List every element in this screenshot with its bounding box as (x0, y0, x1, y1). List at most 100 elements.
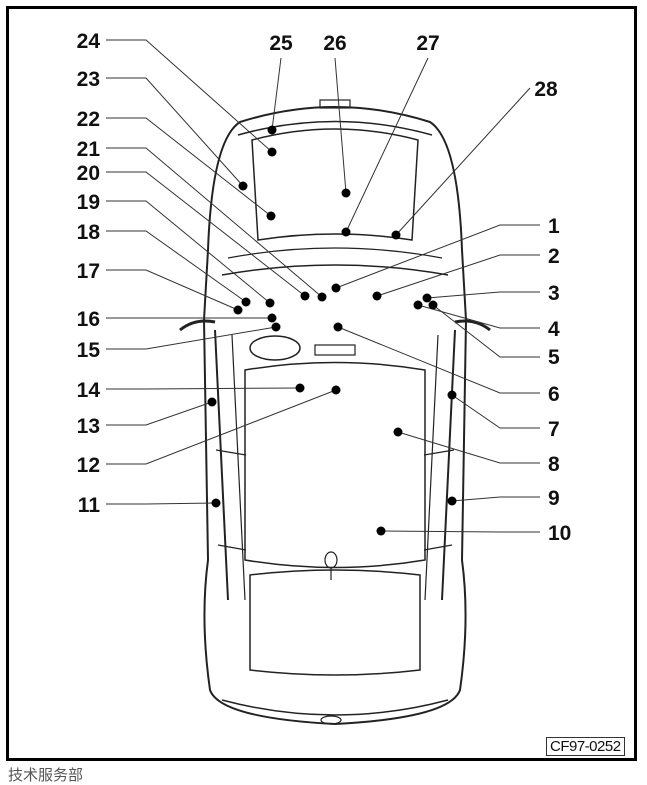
callout-number: 9 (548, 487, 560, 510)
callout-number: 27 (416, 32, 439, 55)
leader-line (432, 304, 540, 358)
location-dot (207, 397, 217, 407)
leader-line (395, 87, 531, 236)
figure-code: CF97-0252 (546, 737, 625, 756)
callout-20: 20 (77, 162, 310, 301)
location-dot (267, 313, 277, 323)
leader-line (380, 530, 540, 533)
callout-number: 7 (548, 418, 560, 441)
location-dot (428, 300, 438, 310)
location-dot (266, 211, 276, 221)
leader-line (106, 230, 247, 303)
leader-line (106, 401, 213, 426)
callout-16: 16 (77, 308, 277, 331)
callout-number: 5 (548, 346, 560, 369)
location-dot (211, 498, 221, 508)
diagram-frame (6, 6, 637, 761)
location-dot (331, 283, 341, 293)
leader-line (106, 326, 277, 350)
leader-line (345, 57, 429, 233)
leader-line (397, 431, 540, 464)
location-dot (241, 297, 251, 307)
callout-17: 17 (77, 260, 243, 315)
location-dot (391, 230, 401, 240)
callout-number: 2 (548, 245, 560, 268)
callout-number: 18 (77, 221, 101, 244)
callout-7: 7 (447, 390, 560, 441)
leader-line (106, 77, 244, 187)
callout-28: 28 (391, 78, 558, 240)
leader-line (271, 57, 282, 131)
callout-number: 24 (77, 30, 101, 53)
callout-23: 23 (77, 68, 248, 191)
location-dot (341, 188, 351, 198)
leader-line (106, 147, 323, 298)
location-dot (238, 181, 248, 191)
callout-14: 14 (77, 379, 305, 402)
location-dot (271, 322, 281, 332)
location-dot (267, 125, 277, 135)
callout-11: 11 (78, 494, 221, 517)
leader-line (106, 387, 301, 390)
callout-number: 25 (269, 32, 293, 55)
callout-number: 4 (548, 318, 560, 341)
callout-number: 12 (77, 454, 100, 477)
callout-19: 19 (77, 191, 275, 308)
callout-number: 8 (548, 453, 560, 476)
leader-line (334, 57, 347, 194)
location-dot (372, 291, 382, 301)
callout-number: 10 (548, 522, 571, 545)
footer-text: 技术服务部 (8, 766, 84, 784)
leader-line (335, 224, 540, 289)
callout-15: 15 (77, 322, 281, 362)
leader-line (337, 326, 540, 394)
callout-12: 12 (77, 385, 341, 477)
location-dot (265, 298, 275, 308)
callout-number: 11 (78, 494, 101, 517)
callout-2: 2 (372, 245, 560, 301)
callout-5: 5 (428, 300, 560, 369)
location-dot (317, 292, 327, 302)
location-dot (447, 496, 457, 506)
location-dot (422, 293, 432, 303)
location-dot (333, 322, 343, 332)
callout-4: 4 (413, 300, 560, 341)
callout-6: 6 (333, 322, 560, 406)
callout-9: 9 (447, 487, 560, 510)
leader-line (106, 200, 271, 304)
callout-number: 19 (77, 191, 100, 214)
callout-26: 26 (323, 32, 351, 198)
leader-line (106, 389, 337, 465)
callout-8: 8 (393, 427, 560, 476)
callout-13: 13 (77, 397, 217, 438)
callout-number: 21 (77, 138, 101, 161)
leader-line (417, 304, 540, 329)
leader-line (451, 394, 540, 429)
location-dot (233, 305, 243, 315)
callout-3: 3 (422, 282, 560, 305)
leader-line (451, 496, 540, 502)
callout-number: 28 (534, 78, 558, 101)
location-dot (267, 147, 277, 157)
location-dot (341, 227, 351, 237)
location-dot (295, 383, 305, 393)
location-dot (376, 526, 386, 536)
callout-number: 26 (323, 32, 346, 55)
callout-number: 17 (77, 260, 100, 283)
location-dot (447, 390, 457, 400)
callout-number: 13 (77, 415, 100, 438)
callout-18: 18 (77, 221, 251, 307)
location-dot (413, 300, 423, 310)
leader-line (106, 39, 273, 153)
callout-22: 22 (77, 108, 276, 221)
callout-25: 25 (267, 32, 293, 135)
callout-number: 15 (77, 339, 101, 362)
leader-line (106, 171, 306, 297)
callout-number: 23 (77, 68, 100, 91)
callout-number: 16 (77, 308, 100, 331)
callout-24: 24 (77, 30, 277, 157)
leader-line (106, 269, 239, 311)
callout-1: 1 (331, 215, 560, 293)
leader-line (376, 254, 540, 297)
